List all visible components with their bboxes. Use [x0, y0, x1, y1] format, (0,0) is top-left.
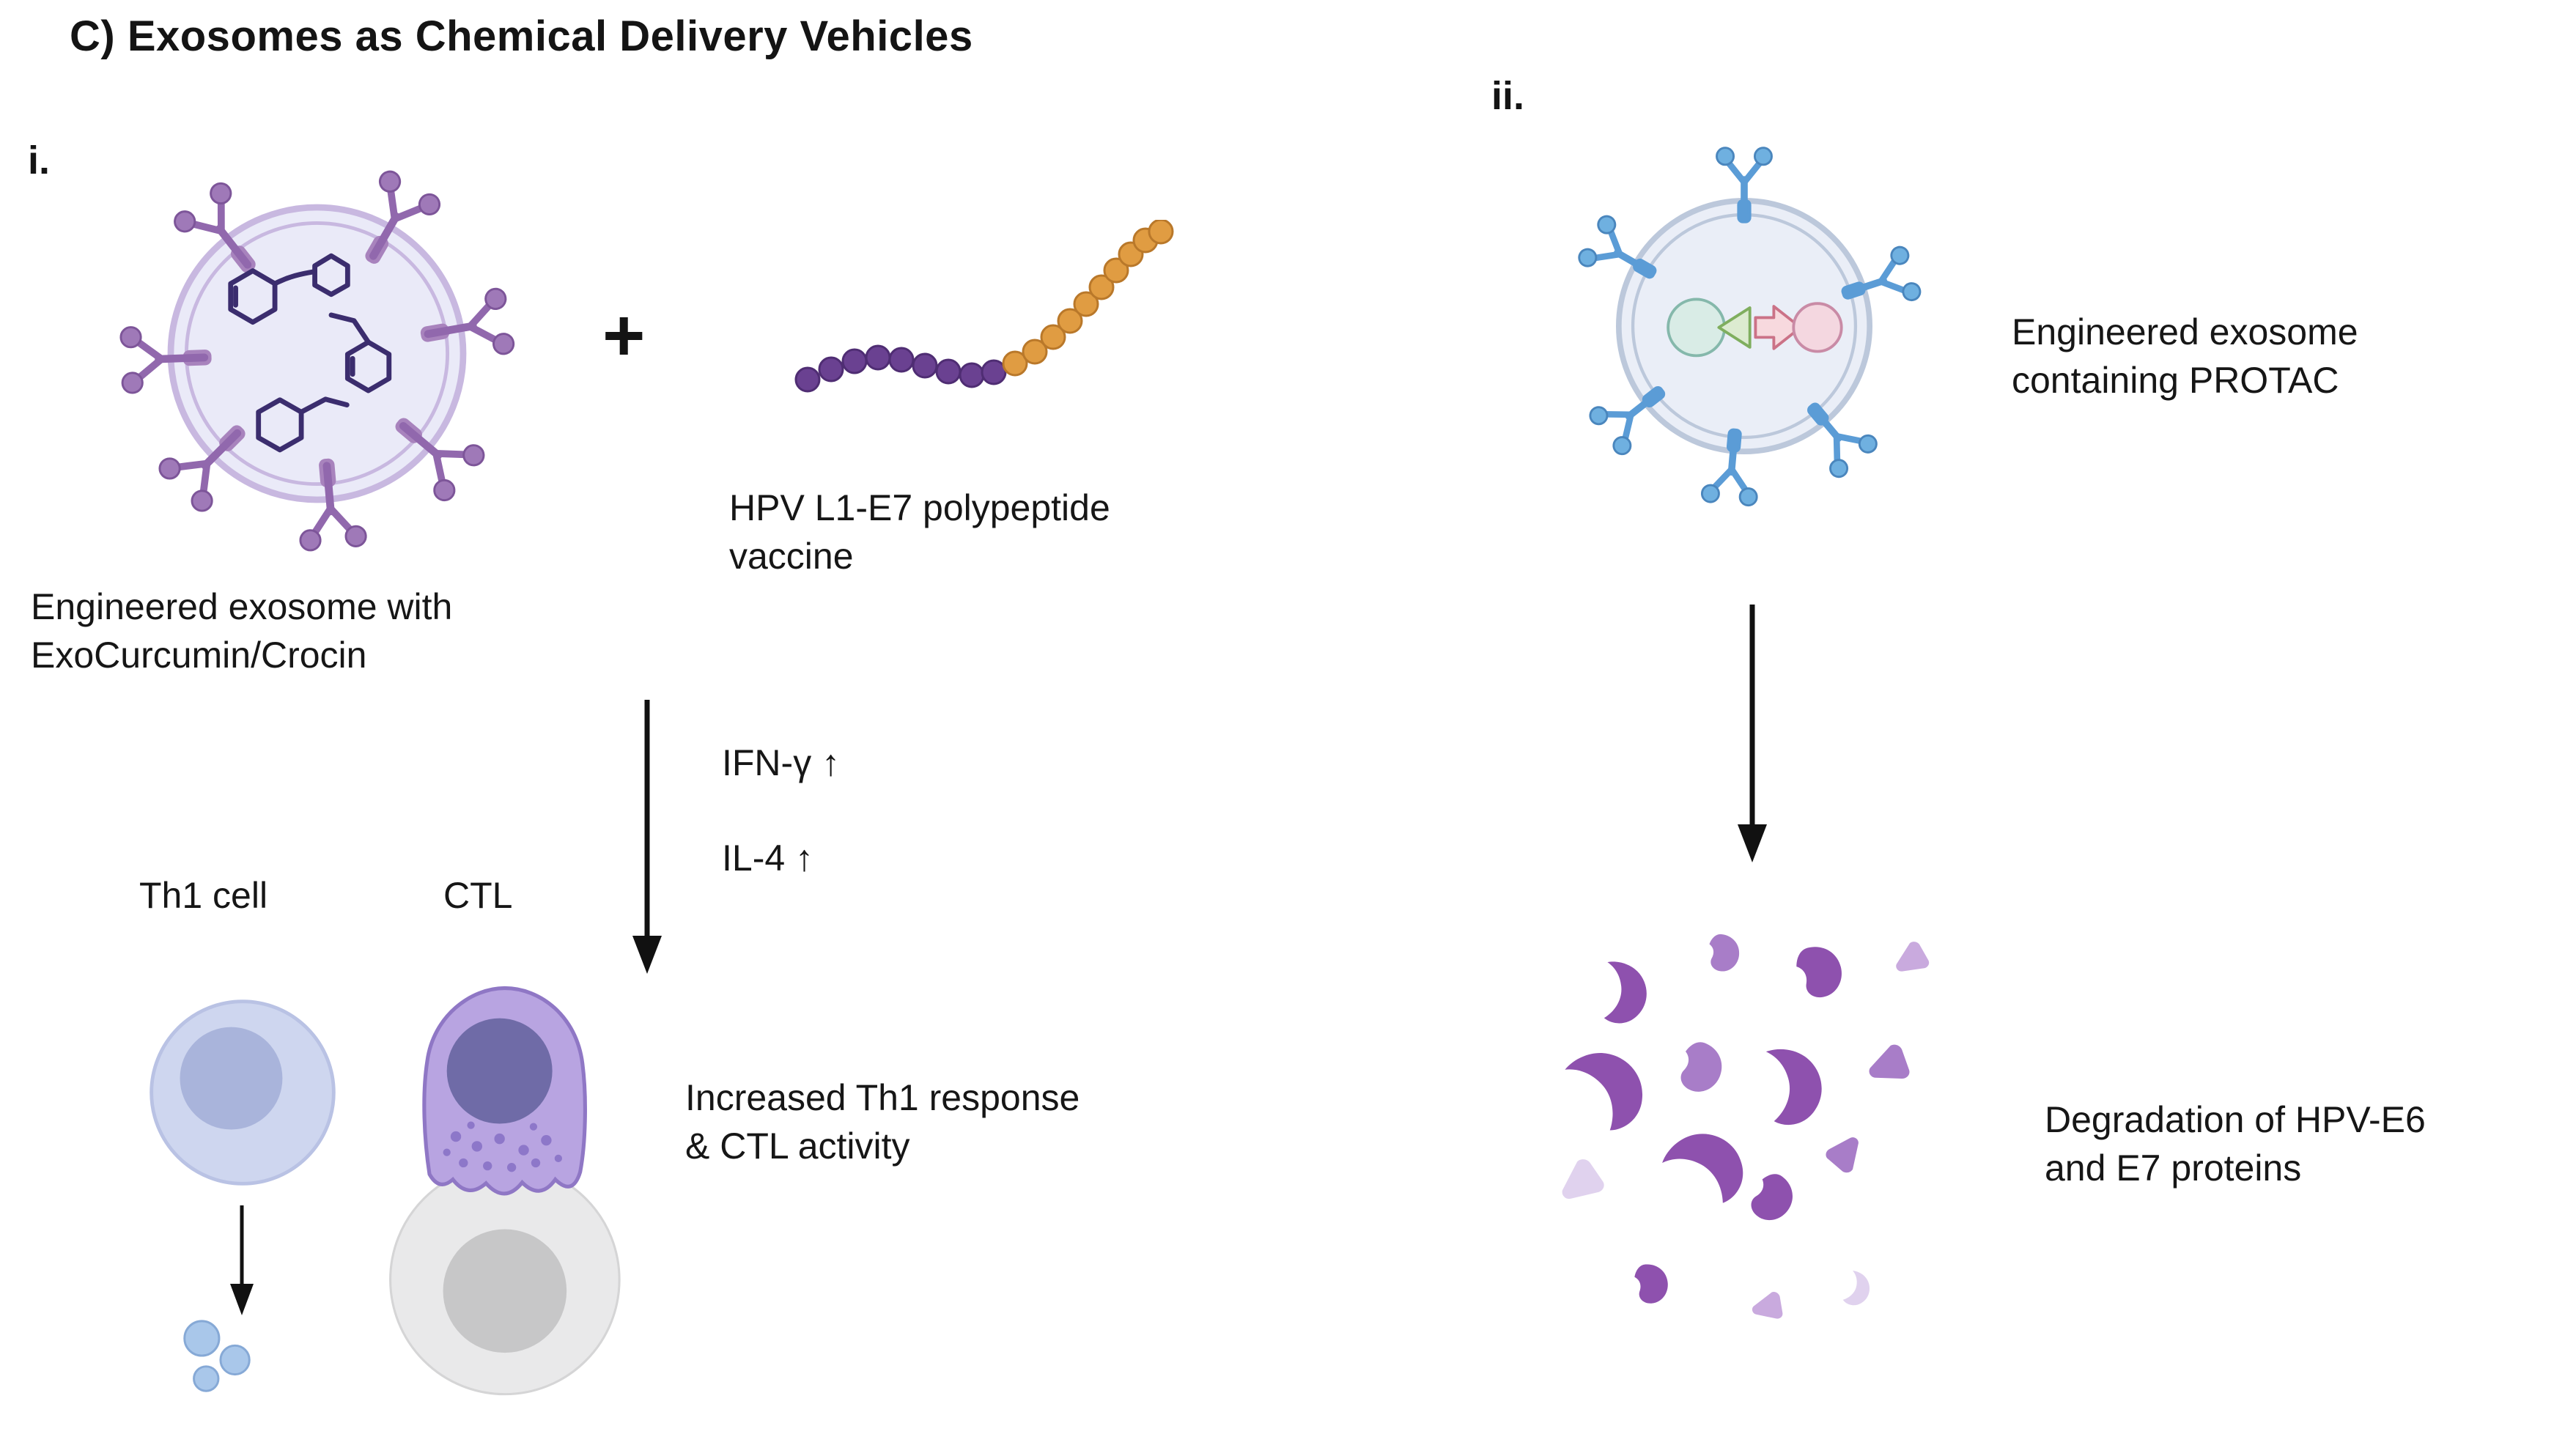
degradation-down-arrow-icon: [1738, 605, 1767, 862]
th1-cell-illustration: [150, 999, 336, 1186]
curcumin-molecule-icons: [228, 253, 392, 453]
exosome-protac-caption: Engineered exosome containing PROTAC: [2012, 311, 2358, 401]
l1-bead-segment: [794, 344, 1007, 393]
response-down-arrow-icon: [632, 700, 662, 974]
page-title: C) Exosomes as Chemical Delivery Vehicle…: [70, 12, 973, 60]
polypeptide-vaccine-illustration: [794, 220, 1174, 393]
protein-fragments: [1559, 934, 1930, 1323]
ctl-cell: [422, 986, 587, 1196]
exosome-membrane: [167, 204, 467, 503]
vaccine-caption: HPV L1-E7 polypeptide vaccine: [729, 487, 1110, 577]
target-cell: [389, 1164, 621, 1396]
e7-bead-segment: [1002, 220, 1174, 377]
exosome-curcumin-illustration: [117, 154, 517, 553]
outcome-i-text: Increased Th1 response & CTL activity: [685, 1077, 1080, 1167]
ctl-granules: [443, 1121, 562, 1172]
ctl-cell-label: CTL: [443, 875, 513, 916]
protac-molecule-icon: [1667, 298, 1843, 358]
ctl-killing-illustration: [389, 986, 621, 1396]
degraded-proteins-illustration: [1559, 934, 1930, 1323]
plus-sign: +: [602, 295, 646, 377]
panel-ii-label: ii.: [1491, 74, 1525, 118]
il4-label: IL-4 ↑: [722, 838, 814, 879]
panel-i-label: i.: [28, 138, 51, 182]
ifn-gamma-label: IFN-γ ↑: [722, 742, 841, 783]
secretion-down-arrow-icon: [230, 1205, 254, 1315]
th1-cell-label: Th1 cell: [139, 875, 268, 916]
secreted-cytokines-illustration: [183, 1320, 251, 1392]
exosome-protac-illustration: [1561, 143, 1927, 509]
exosome-curcumin-caption: Engineered exosome with ExoCurcumin/Croc…: [31, 586, 453, 676]
th1-nucleus: [180, 1027, 283, 1130]
outcome-ii-text: Degradation of HPV-E6 and E7 proteins: [2045, 1099, 2426, 1189]
ctl-nucleus: [446, 1018, 553, 1124]
